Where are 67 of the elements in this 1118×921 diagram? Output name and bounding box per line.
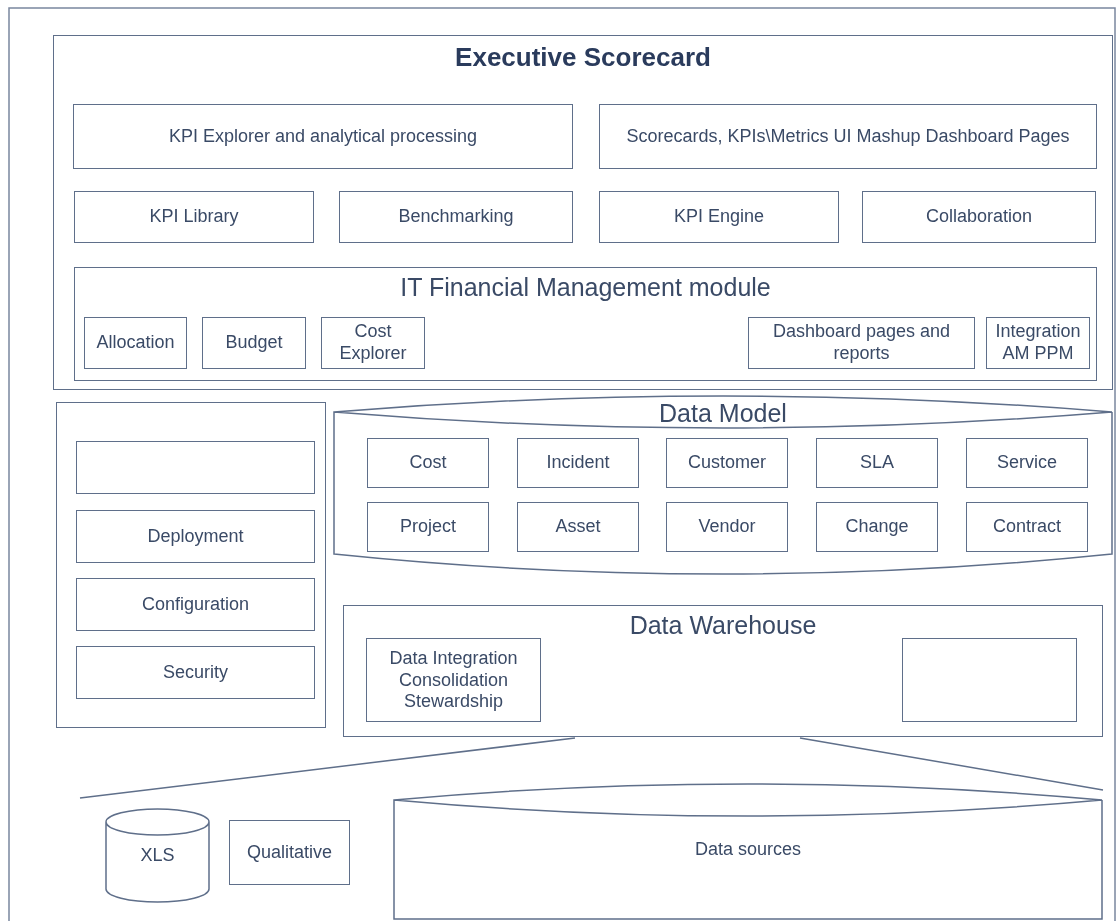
- box-label: KPI Engine: [672, 206, 766, 228]
- box-label: Deployment: [146, 525, 245, 548]
- box-label: Data sources: [693, 839, 803, 861]
- module-box: [84, 317, 187, 369]
- empty-box: [902, 638, 1077, 722]
- box-label: Integration AM PPM: [994, 321, 1082, 365]
- box-label: Vendor: [697, 516, 757, 538]
- box-label: Project: [399, 516, 457, 538]
- box-label: Asset: [554, 516, 602, 538]
- box-label: Benchmarking: [397, 206, 515, 228]
- tools-panel: [56, 402, 326, 728]
- box-label: Incident: [545, 452, 611, 474]
- module-box: [862, 191, 1096, 243]
- empty-box: [76, 441, 315, 494]
- database-cylinder: [105, 808, 210, 903]
- module-box: [599, 104, 1097, 169]
- box-label: Collaboration: [924, 206, 1034, 228]
- module-box: [229, 820, 350, 885]
- box-label: Configuration: [140, 593, 251, 616]
- panel-title: Executive Scorecard: [454, 42, 712, 74]
- module-box: [366, 638, 541, 722]
- module-box: [986, 317, 1090, 369]
- box-label: KPI Library: [148, 206, 240, 228]
- module-panel: [74, 267, 1097, 381]
- box-label: Contract: [992, 516, 1062, 538]
- module-box: [339, 191, 573, 243]
- box-label: Qualitative: [245, 841, 333, 864]
- data-sources-shape: [393, 780, 1103, 920]
- module-box: [816, 438, 938, 488]
- box-label: Budget: [224, 332, 284, 354]
- module-box: [966, 438, 1088, 488]
- module-box: [599, 191, 839, 243]
- module-box: [74, 191, 314, 243]
- box-label: Security: [162, 661, 229, 684]
- box-label: Customer: [687, 452, 767, 474]
- module-box: [76, 646, 315, 699]
- box-label: Change: [844, 516, 910, 538]
- box-label: Allocation: [95, 332, 176, 354]
- module-box: [367, 438, 489, 488]
- module-box: [202, 317, 306, 369]
- module-box: [73, 104, 573, 169]
- box-label: Cost: [408, 452, 448, 474]
- box-label: Scorecards, KPIs\Metrics UI Mashup Dashboard Pages: [625, 125, 1071, 148]
- box-label: XLS: [139, 844, 176, 867]
- box-label: SLA: [859, 452, 895, 474]
- box-label: Data Integration Consolidation Stewardship: [388, 647, 519, 713]
- panel-title: Data Warehouse: [628, 610, 818, 640]
- module-box: [748, 317, 975, 369]
- box-label: KPI Explorer and analytical processing: [167, 125, 479, 148]
- warehouse-panel: [343, 605, 1103, 737]
- scorecard-panel: [53, 35, 1113, 390]
- module-box: [816, 502, 938, 552]
- box-label: Cost Explorer: [338, 321, 408, 365]
- module-box: [76, 510, 315, 563]
- module-box: [367, 502, 489, 552]
- module-box: [666, 502, 788, 552]
- box-label: Dashboard pages and reports: [771, 321, 952, 365]
- module-box: [666, 438, 788, 488]
- module-box: [517, 502, 639, 552]
- data-model-shape: [333, 392, 1113, 576]
- box-label: Service: [996, 452, 1058, 474]
- panel-title: IT Financial Management module: [399, 272, 772, 302]
- module-box: [321, 317, 425, 369]
- module-box: [966, 502, 1088, 552]
- module-box: [517, 438, 639, 488]
- panel-title: Data Model: [658, 398, 788, 428]
- module-box: [76, 578, 315, 631]
